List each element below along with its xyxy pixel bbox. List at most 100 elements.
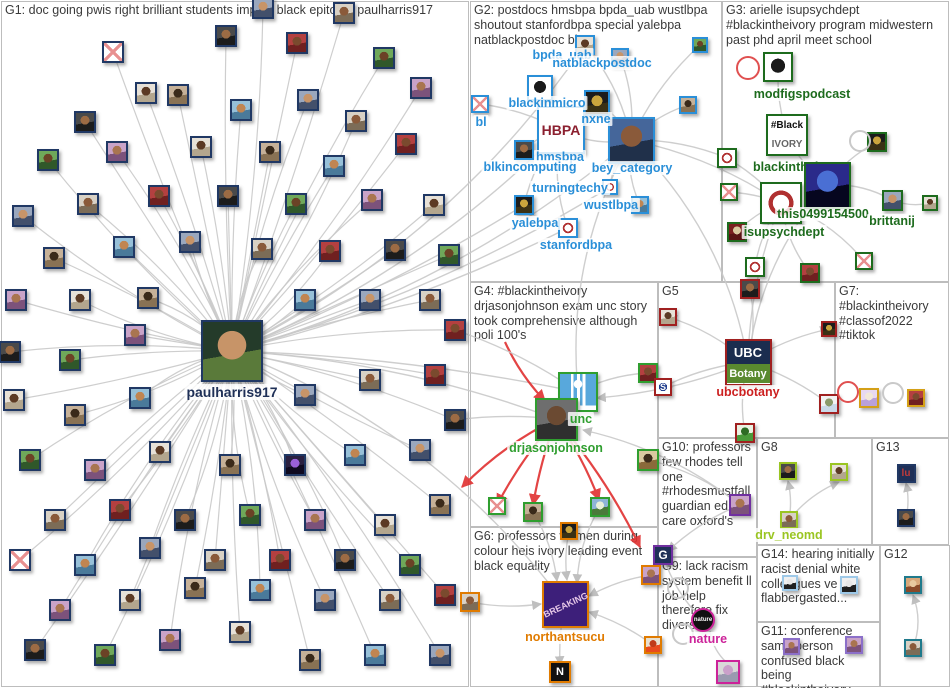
node[interactable] — [139, 537, 161, 559]
node-label-isupsychdept[interactable]: isupsychdept — [741, 225, 827, 239]
node[interactable] — [304, 509, 326, 531]
node-paulharris917[interactable] — [201, 320, 263, 382]
node[interactable] — [285, 193, 307, 215]
node[interactable] — [9, 549, 31, 571]
node-label-natblackpostdoc[interactable]: natblackpostdoc — [550, 56, 654, 70]
node[interactable]: N — [549, 661, 571, 683]
node[interactable] — [897, 509, 915, 527]
node[interactable] — [252, 0, 274, 19]
node[interactable] — [217, 185, 239, 207]
node-northantsucu[interactable]: BREAKING — [541, 580, 589, 628]
node-label-nature[interactable]: nature — [686, 632, 730, 646]
node[interactable] — [438, 244, 460, 266]
node-label-drjasonjohnson[interactable]: drjasonjohnson — [507, 441, 605, 455]
node-label-ubcbotany[interactable]: ubcbotany — [714, 385, 782, 399]
node[interactable] — [259, 141, 281, 163]
node[interactable] — [720, 183, 738, 201]
node[interactable] — [284, 454, 306, 476]
node[interactable] — [3, 389, 25, 411]
node[interactable] — [249, 579, 271, 601]
node[interactable] — [717, 148, 737, 168]
node[interactable] — [423, 194, 445, 216]
node-label-brittanij[interactable]: brittanij — [867, 214, 917, 228]
node[interactable] — [907, 389, 925, 407]
node-label-yalebpa[interactable]: yalebpa — [509, 216, 561, 230]
node[interactable] — [637, 449, 659, 471]
node[interactable] — [119, 589, 141, 611]
node[interactable] — [44, 509, 66, 531]
node-hmsbpa[interactable]: HBPA — [537, 106, 585, 154]
node-drv-neomd[interactable] — [780, 511, 798, 529]
node[interactable] — [373, 47, 395, 69]
node[interactable] — [399, 554, 421, 576]
node[interactable] — [299, 649, 321, 671]
node-brittanij[interactable] — [881, 189, 903, 211]
node[interactable] — [429, 494, 451, 516]
node[interactable] — [840, 576, 858, 594]
node[interactable]: lu — [896, 463, 916, 483]
node[interactable] — [745, 257, 765, 277]
node[interactable] — [364, 644, 386, 666]
node[interactable] — [74, 554, 96, 576]
node[interactable]: S — [654, 378, 672, 396]
node[interactable] — [395, 133, 417, 155]
node-label-this0499154500[interactable]: this0499154500 — [775, 207, 871, 221]
node[interactable] — [64, 404, 86, 426]
node-label-blackinmicro[interactable]: blackinmicro — [506, 96, 588, 110]
node[interactable] — [137, 287, 159, 309]
node[interactable] — [333, 2, 355, 24]
node[interactable] — [229, 621, 251, 643]
node[interactable] — [904, 639, 922, 657]
node[interactable] — [135, 82, 157, 104]
node[interactable] — [904, 576, 922, 594]
node[interactable] — [523, 502, 543, 522]
node[interactable] — [558, 218, 578, 238]
node[interactable]: G — [653, 545, 673, 565]
node[interactable] — [782, 575, 798, 591]
node[interactable] — [419, 289, 441, 311]
node-label-northantsucu[interactable]: northantsucu — [523, 630, 607, 644]
node[interactable] — [361, 189, 383, 211]
node[interactable] — [239, 504, 261, 526]
node[interactable] — [106, 141, 128, 163]
node[interactable] — [149, 441, 171, 463]
node-label-bl[interactable]: bl — [473, 115, 489, 129]
node[interactable] — [679, 96, 697, 114]
node[interactable] — [69, 289, 91, 311]
node[interactable] — [782, 637, 800, 655]
node[interactable] — [286, 32, 308, 54]
node[interactable] — [269, 549, 291, 571]
node[interactable] — [560, 522, 578, 540]
node[interactable] — [19, 449, 41, 471]
node[interactable] — [49, 599, 71, 621]
node-label-bey-category[interactable]: bey_category — [589, 161, 675, 175]
node[interactable] — [444, 319, 466, 341]
node[interactable] — [179, 231, 201, 253]
node[interactable] — [124, 324, 146, 346]
node[interactable] — [692, 37, 708, 53]
node[interactable] — [845, 636, 863, 654]
node[interactable] — [297, 89, 319, 111]
node[interactable] — [12, 205, 34, 227]
node[interactable] — [24, 639, 46, 661]
node[interactable] — [59, 349, 81, 371]
node[interactable] — [424, 364, 446, 386]
node[interactable] — [821, 321, 837, 337]
node[interactable] — [174, 509, 196, 531]
node[interactable] — [230, 99, 252, 121]
node-bey-category[interactable] — [607, 116, 655, 164]
node[interactable] — [74, 111, 96, 133]
node[interactable] — [159, 629, 181, 651]
node[interactable] — [830, 463, 848, 481]
node[interactable] — [735, 423, 755, 443]
node[interactable] — [5, 289, 27, 311]
node[interactable] — [859, 388, 879, 408]
node-label-paulharris917[interactable]: paulharris917 — [184, 384, 280, 400]
node[interactable] — [148, 185, 170, 207]
node[interactable] — [729, 494, 751, 516]
node[interactable] — [204, 549, 226, 571]
node[interactable] — [590, 497, 610, 517]
node[interactable] — [359, 369, 381, 391]
